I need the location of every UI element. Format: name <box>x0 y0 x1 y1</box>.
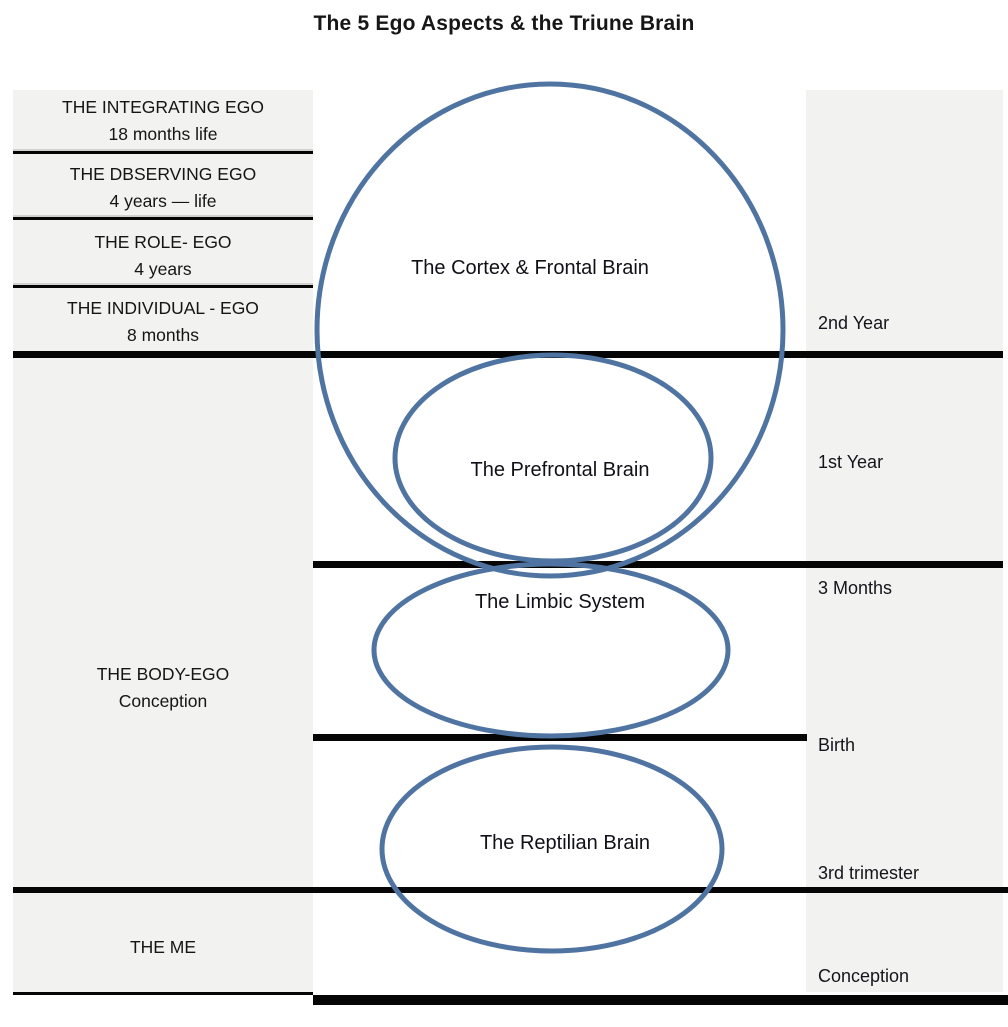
bottom-line-left <box>13 992 313 995</box>
ego-name: THE BODY-EGO <box>96 663 230 684</box>
prefrontal-ellipse <box>392 352 714 564</box>
ego-period: 18 months life <box>108 124 218 144</box>
bottom-line-conception <box>313 995 1008 1005</box>
ego-name: THE INTEGRATING EGO <box>62 97 264 117</box>
divider-line <box>13 285 313 288</box>
timeline-label-birth: Birth <box>818 735 856 755</box>
divider-line <box>13 217 313 220</box>
left-ego-panel <box>13 90 313 992</box>
region-label-reptilian: The Reptilian Brain <box>479 832 651 854</box>
ego-section-integrating: THE INTEGRATING EGO 18 months life <box>13 90 313 152</box>
page-title: The 5 Ego Aspects & the Triune Brain <box>313 12 695 35</box>
ego-period: Conception <box>118 690 208 711</box>
ego-period: 8 months <box>127 325 199 345</box>
region-label-limbic: The Limbic System <box>474 591 646 613</box>
timeline-label-2nd-year: 2nd Year <box>818 313 890 333</box>
cortex-circle <box>314 81 786 579</box>
right-timeline-panel <box>806 90 1003 992</box>
divider-line <box>13 151 313 154</box>
stage-line-3-months <box>313 561 1003 568</box>
stage-line-3rd-trimester <box>13 887 1008 893</box>
ego-section-individual: THE INDIVIDUAL - EGO 8 months <box>13 293 313 351</box>
ego-section-body: THE BODY-EGO Conception <box>13 645 313 730</box>
ego-period: 4 years <box>134 258 192 279</box>
ego-section-me: THE ME <box>13 920 313 974</box>
ego-section-role: THE ROLE- EGO 4 years <box>13 225 313 286</box>
region-label-cortex: The Cortex & Frontal Brain <box>411 257 649 279</box>
limbic-ellipse <box>371 561 731 739</box>
region-label-prefrontal: The Prefrontal Brain <box>470 459 650 481</box>
timeline-label-3rd-trimester: 3rd trimester <box>818 863 920 883</box>
stage-line-2nd-year <box>13 351 1003 358</box>
ego-section-observing: THE DBSERVING EGO 4 years — life <box>13 157 313 218</box>
ego-name: THE ROLE- EGO <box>94 231 232 252</box>
ego-name: THE INDIVIDUAL - EGO <box>67 298 259 318</box>
ego-name: THE DBSERVING EGO <box>69 163 257 184</box>
timeline-label-1st-year: 1st Year <box>818 452 884 472</box>
timeline-label-conception: Conception <box>818 966 910 986</box>
timeline-label-3-months: 3 Months <box>818 578 893 598</box>
ego-name: THE ME <box>129 936 197 957</box>
ego-period: 4 years — life <box>109 190 217 211</box>
stage-line-birth <box>313 734 807 741</box>
